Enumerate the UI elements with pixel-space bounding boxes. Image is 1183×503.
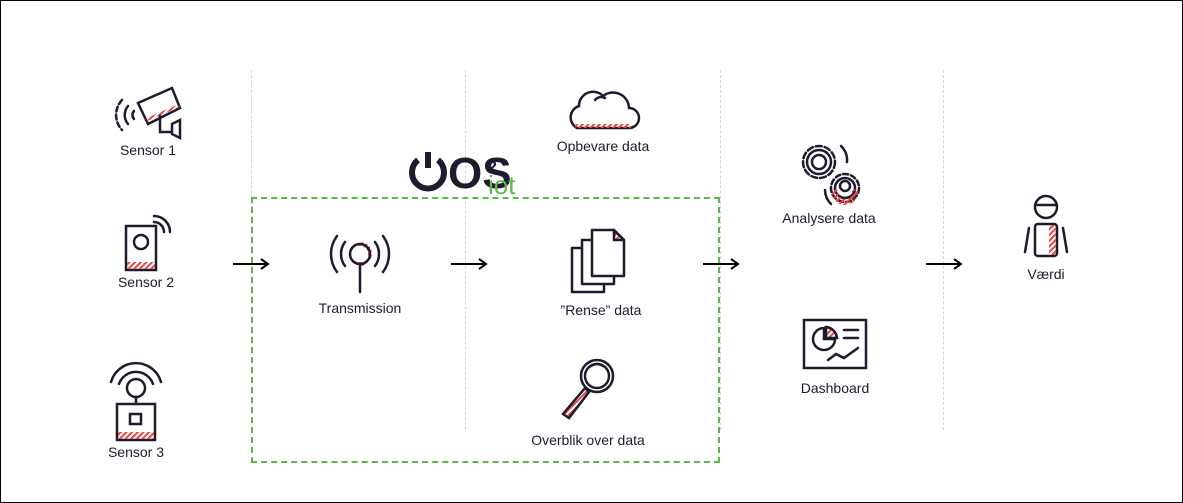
- transmission-node: Transmission: [310, 228, 410, 316]
- sensor-label: Sensor 1: [119, 142, 177, 158]
- flow-arrow: [451, 258, 488, 270]
- person-icon: [1023, 194, 1069, 258]
- logo-main: OS: [448, 149, 512, 198]
- step-label: ”Rense” data: [560, 302, 642, 318]
- beacon-icon: [109, 361, 163, 442]
- magnifier-icon: [561, 358, 615, 420]
- gears-icon: [801, 144, 861, 206]
- sensor-2-node: Sensor 2: [96, 212, 196, 290]
- cloud-icon: [569, 90, 641, 130]
- store-data-node: Opbevare data: [548, 86, 658, 154]
- dashboard-icon: [802, 318, 868, 370]
- step-label: Værdi: [1027, 266, 1065, 282]
- step-label: Overblik over data: [531, 432, 645, 448]
- logo-superscript: 2: [488, 159, 497, 176]
- step-label: Dashboard: [800, 380, 870, 396]
- step-label: Analysere data: [782, 210, 876, 226]
- dashboard-node: Dashboard: [780, 318, 890, 396]
- overview-data-node: Overblik over data: [518, 356, 658, 448]
- step-label: Opbevare data: [556, 138, 650, 154]
- analyze-data-node: Analysere data: [774, 140, 884, 226]
- step-label: Transmission: [318, 300, 402, 316]
- sensor-label: Sensor 2: [117, 274, 175, 290]
- value-node: Værdi: [1006, 194, 1086, 282]
- column-divider: [465, 70, 466, 430]
- antenna-icon: [329, 234, 391, 294]
- security-camera-icon: [114, 86, 182, 141]
- sensor-1-node: Sensor 1: [98, 86, 198, 158]
- os2iot-logo: OS 2 iot: [408, 149, 528, 201]
- os2iot-platform-group: [251, 197, 720, 463]
- flow-arrow: [233, 258, 270, 270]
- column-divider: [720, 70, 721, 430]
- sensor-3-node: Sensor 3: [86, 360, 186, 460]
- flow-arrow: [703, 258, 740, 270]
- logo-suffix: iot: [488, 170, 516, 200]
- flow-arrow: [926, 258, 963, 270]
- power-icon: [409, 152, 447, 192]
- column-divider: [943, 70, 944, 430]
- wireless-device-icon: [124, 214, 172, 272]
- clean-data-node: ”Rense” data: [536, 226, 666, 318]
- sensor-label: Sensor 3: [107, 444, 165, 460]
- documents-icon: [570, 228, 626, 294]
